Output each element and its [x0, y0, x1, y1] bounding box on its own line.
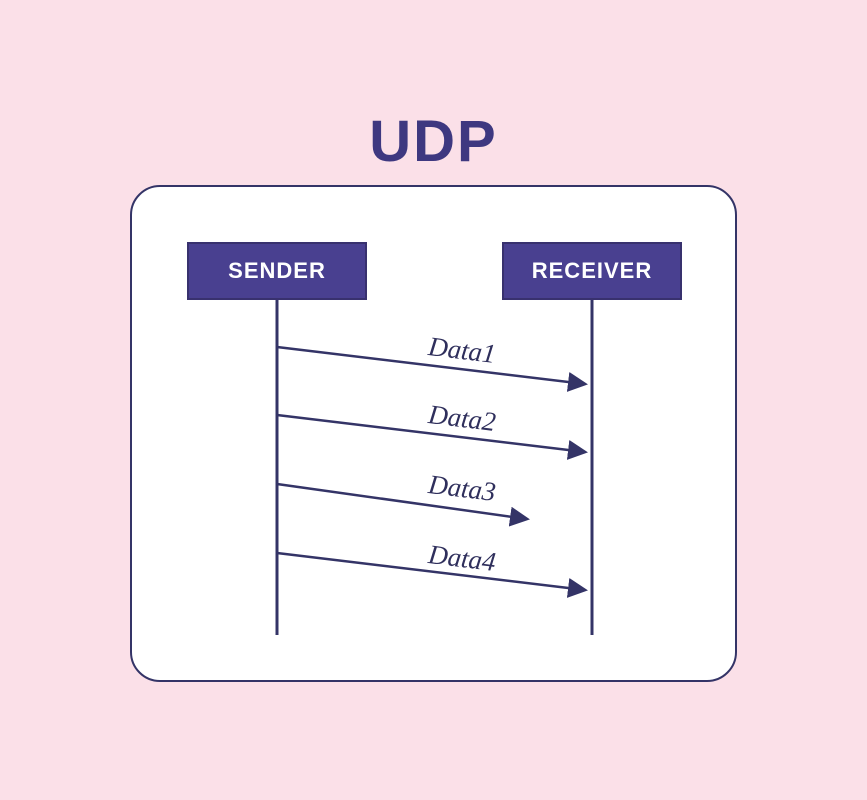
receiver-label: RECEIVER	[531, 258, 653, 283]
sender-box: SENDER	[187, 242, 367, 300]
message-arrow-data1	[276, 345, 588, 392]
message-arrow-data3-dropped	[276, 482, 530, 527]
diagram-title: UDP	[369, 109, 498, 174]
sequence-diagram-canvas	[275, 300, 594, 635]
message-arrow-data4	[276, 551, 588, 598]
sequence-diagram-card: SENDER RECEIVER Data1 Data2 Data3 Data4	[130, 185, 737, 682]
message-arrow-data2	[276, 413, 588, 460]
receiver-box: RECEIVER	[502, 242, 682, 300]
sender-label: SENDER	[228, 258, 326, 283]
